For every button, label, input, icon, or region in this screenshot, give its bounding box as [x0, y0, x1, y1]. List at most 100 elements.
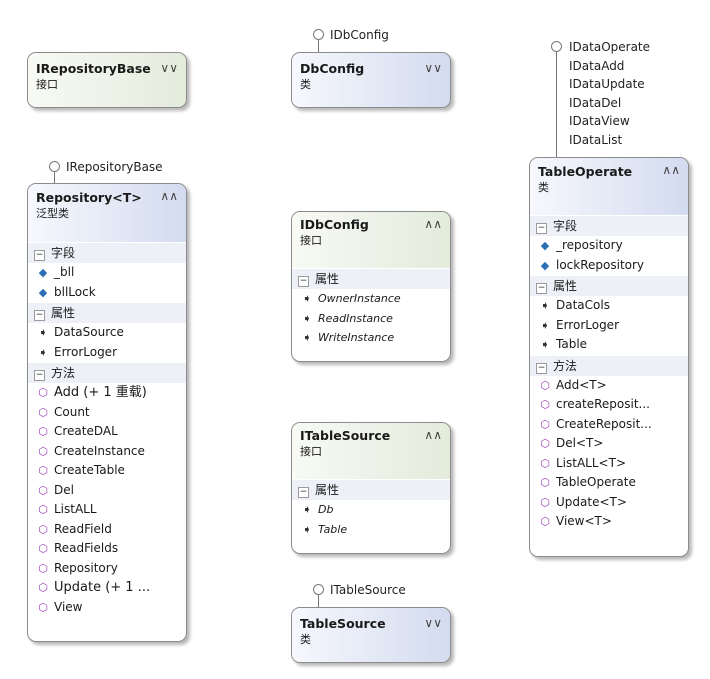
section-methods[interactable]: −方法: [28, 362, 186, 383]
method-name: Count: [54, 404, 90, 419]
dbconfig-box[interactable]: DbConfig 类 ∨∨: [291, 52, 451, 108]
property-name: ErrorLoger: [54, 344, 117, 359]
wrench-icon: ➧: [540, 338, 550, 351]
double-chevron-up-icon[interactable]: ∧∧: [424, 428, 442, 442]
interface-name: IDataUpdate: [569, 77, 645, 91]
method-item[interactable]: ⬡Repository: [28, 559, 186, 579]
property-item[interactable]: ➧DataCols: [530, 296, 688, 316]
wrench-icon: ➧: [38, 345, 48, 359]
minus-toggle-icon[interactable]: −: [298, 487, 309, 498]
field-icon: ◆: [540, 258, 550, 272]
section-properties[interactable]: −属性: [292, 268, 450, 289]
dbconfig-stereotype: 类: [300, 78, 311, 91]
method-name: ListALL<T>: [556, 455, 626, 470]
method-name: Repository: [54, 560, 118, 575]
property-item[interactable]: ➧ReadInstance: [292, 309, 450, 329]
method-item[interactable]: ⬡Update<T>: [530, 493, 688, 513]
idbconfig-box[interactable]: IDbConfig 接口 ∧∧ −属性 ➧OwnerInstance ➧Read…: [291, 211, 451, 362]
property-item[interactable]: ➧Table: [530, 335, 688, 355]
double-chevron-up-icon[interactable]: ∧∧: [662, 163, 680, 177]
method-item[interactable]: ⬡createReposit...: [530, 395, 688, 415]
property-item[interactable]: ➧DataSource: [28, 323, 186, 343]
method-item[interactable]: ⬡CreateDAL: [28, 422, 186, 442]
cube-icon: ⬡: [38, 425, 48, 438]
repository-box[interactable]: Repository<T> 泛型类 ∧∧ −字段 ◆_bll ◆bllLock …: [27, 183, 187, 642]
wrench-icon: ➧: [302, 503, 312, 516]
method-item[interactable]: ⬡ ListALL<T>: [530, 454, 688, 474]
itablesource-box[interactable]: ITableSource 接口 ∧∧ −属性 ➧Db ➧Table: [291, 422, 451, 554]
section-methods[interactable]: −方法: [530, 354, 688, 376]
minus-toggle-icon[interactable]: −: [536, 362, 547, 374]
double-chevron-down-icon[interactable]: ∨∨: [424, 61, 442, 75]
property-item[interactable]: ➧ ErrorLoger: [28, 343, 186, 363]
tableoperate-lollipop: [551, 40, 568, 54]
section-properties[interactable]: −属性: [28, 302, 186, 323]
method-item[interactable]: ⬡Update (+ 1 ...: [28, 578, 186, 598]
section-fields[interactable]: −字段: [28, 242, 186, 263]
method-item[interactable]: ⬡View: [28, 598, 186, 618]
double-chevron-down-icon[interactable]: ∨∨: [424, 616, 442, 630]
property-name: OwnerInstance: [318, 292, 401, 305]
field-icon: ◆: [38, 266, 48, 279]
section-fields[interactable]: −字段: [530, 215, 688, 236]
double-chevron-down-icon[interactable]: ∨∨: [160, 61, 178, 75]
section-label: 方法: [553, 358, 578, 373]
property-item[interactable]: ➧OwnerInstance: [292, 289, 450, 309]
method-item[interactable]: ⬡TableOperate: [530, 473, 688, 493]
property-item[interactable]: ➧ErrorLoger: [530, 316, 688, 336]
tableoperate-box[interactable]: TableOperate 类 ∧∧ −字段 ◆_repository ◆lock…: [529, 157, 689, 557]
cube-icon: ⬡: [540, 437, 550, 450]
field-item[interactable]: ◆lockRepository: [530, 256, 688, 276]
irepositorybase-header: IRepositoryBase 接口 ∨∨: [28, 53, 186, 107]
method-item[interactable]: ⬡Del<T>: [530, 434, 688, 454]
method-item[interactable]: ⬡CreateTable: [28, 461, 186, 481]
section-properties[interactable]: −属性: [530, 275, 688, 296]
repository-title: Repository<T>: [36, 190, 142, 205]
cube-icon: ⬡: [38, 483, 48, 497]
field-item[interactable]: ◆_repository: [530, 236, 688, 256]
dbconfig-title: DbConfig: [300, 61, 365, 76]
cube-icon: ⬡: [38, 464, 48, 477]
method-item[interactable]: ⬡ReadField: [28, 520, 186, 540]
double-chevron-up-icon[interactable]: ∧∧: [160, 189, 178, 203]
wrench-icon: ➧: [302, 522, 312, 536]
method-item[interactable]: ⬡ListALL: [28, 500, 186, 520]
itablesource-lollipop: ITableSource: [313, 583, 406, 597]
cube-icon: ⬡: [540, 456, 550, 470]
property-name: WriteInstance: [318, 331, 395, 344]
section-label: 方法: [51, 366, 76, 380]
method-item[interactable]: ⬡CreateReposit...: [530, 415, 688, 435]
wrench-icon: ➧: [302, 311, 312, 325]
minus-toggle-icon[interactable]: −: [536, 283, 547, 294]
minus-toggle-icon[interactable]: −: [34, 370, 45, 381]
wrench-icon: ➧: [540, 299, 550, 312]
implemented-interfaces-list: IDataOperate IDataAdd IDataUpdate IDataD…: [569, 38, 650, 149]
minus-toggle-icon[interactable]: −: [536, 223, 547, 234]
itablesource-header: ITableSource 接口 ∧∧: [292, 423, 450, 479]
property-item[interactable]: ➧Db: [292, 500, 450, 520]
method-item[interactable]: ⬡Add<T>: [530, 376, 688, 396]
cube-icon: ⬡: [38, 503, 48, 516]
double-chevron-up-icon[interactable]: ∧∧: [424, 217, 442, 231]
method-item[interactable]: ⬡Del: [28, 481, 186, 501]
irepositorybase-title: IRepositoryBase: [36, 61, 151, 76]
method-item[interactable]: ⬡ReadFields: [28, 539, 186, 559]
section-properties[interactable]: −属性: [292, 479, 450, 500]
method-item[interactable]: ⬡View<T>: [530, 512, 688, 532]
method-item[interactable]: ⬡Add (+ 1 重载): [28, 383, 186, 403]
irepositorybase-box[interactable]: IRepositoryBase 接口 ∨∨: [27, 52, 187, 108]
method-item[interactable]: ⬡Count: [28, 403, 186, 423]
interface-name: IDataView: [569, 114, 630, 128]
field-item[interactable]: ◆bllLock: [28, 283, 186, 303]
irepositorybase-stereotype: 接口: [36, 78, 58, 91]
minus-toggle-icon[interactable]: −: [34, 250, 45, 261]
minus-toggle-icon[interactable]: −: [34, 310, 45, 321]
minus-toggle-icon[interactable]: −: [298, 276, 309, 287]
method-item[interactable]: ⬡CreateInstance: [28, 442, 186, 462]
itablesource-title: ITableSource: [300, 428, 391, 443]
field-item[interactable]: ◆_bll: [28, 263, 186, 283]
property-item[interactable]: ➧Table: [292, 520, 450, 540]
tablesource-box[interactable]: TableSource 类 ∨∨: [291, 607, 451, 663]
idbconfig-stereotype: 接口: [300, 234, 322, 247]
property-item[interactable]: ➧WriteInstance: [292, 328, 450, 348]
